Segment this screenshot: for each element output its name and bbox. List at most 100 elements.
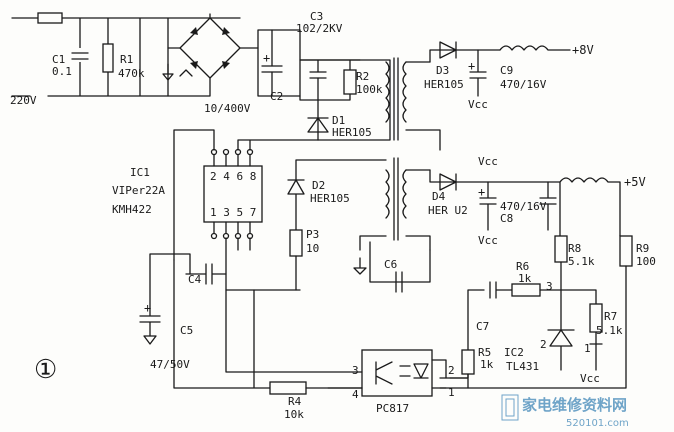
d2-value: HER105 <box>310 192 350 205</box>
r5-resistor <box>461 349 475 375</box>
r4-resistor <box>269 381 307 395</box>
c1-value: 0.1 <box>52 65 72 78</box>
tl431-pin-1: 1 <box>584 342 591 355</box>
c8-value: 470/16V <box>500 200 547 213</box>
ic2-tl431 <box>547 329 575 371</box>
opto-pin-2: 2 <box>448 364 455 377</box>
r7-ref: R7 <box>604 310 617 323</box>
d2-ref: D2 <box>312 179 325 192</box>
watermark: 家电维修资料网 520101.com <box>501 394 629 429</box>
r1-ref: R1 <box>120 53 133 66</box>
r6-value: 1k <box>518 272 532 285</box>
d3-ref: D3 <box>436 64 449 77</box>
d1-value: HER105 <box>332 126 372 139</box>
r9-resistor <box>619 235 633 267</box>
ic1-ref: IC1 <box>130 166 150 179</box>
output-8v: + <box>429 41 571 97</box>
bridge-rectifier <box>167 13 259 97</box>
r2-resistor <box>343 69 357 95</box>
transformer <box>385 57 441 251</box>
r5-ref: R5 <box>478 346 491 359</box>
c9-value: 470/16V <box>500 78 547 91</box>
d1-ref: D1 <box>332 114 345 127</box>
c7-ref: C7 <box>476 320 489 333</box>
p3-value: 10 <box>306 242 319 255</box>
r9-ref: R9 <box>636 242 649 255</box>
tl431-pin-2: 2 <box>540 338 547 351</box>
ic1-pins-top: 2 4 6 8 <box>210 170 256 183</box>
r6-resistor <box>511 283 541 297</box>
c9-ref: C9 <box>500 64 513 77</box>
vcc-label-tl431: Vcc <box>580 372 600 385</box>
c1-capacitor <box>70 48 90 62</box>
c4-c5: + <box>139 253 227 345</box>
vcc-label-5v: Vcc <box>478 234 498 247</box>
ic2-ref: IC2 <box>504 346 524 359</box>
r9-value: 100 <box>636 255 656 268</box>
opto-part: PC817 <box>376 402 409 415</box>
c6-ref: C6 <box>384 258 397 271</box>
ground-symbol-mid <box>353 257 367 275</box>
c5-ref: C5 <box>180 324 193 337</box>
c1-ref: C1 <box>52 53 65 66</box>
svg-text:+: + <box>468 59 475 73</box>
opto-pin-3: 3 <box>352 364 359 377</box>
aux-winding <box>287 159 431 293</box>
optocoupler-pc817 <box>361 349 447 397</box>
primary-feedback-wiring <box>173 259 363 389</box>
d1-diode <box>307 99 329 141</box>
figure-number-mark: ① <box>34 355 57 385</box>
r7-value: 5.1k <box>596 324 623 337</box>
tl431-pin-3: 3 <box>546 280 553 293</box>
svg-text:+: + <box>144 301 151 315</box>
c3-value: 102/2KV <box>296 22 343 35</box>
p3-ref: P3 <box>306 228 319 241</box>
ic1-part: VIPer22A <box>112 184 165 197</box>
c3-ref: C3 <box>310 10 323 23</box>
opto-pin-4: 4 <box>352 388 359 401</box>
watermark-text: 家电维修资料网 <box>522 396 627 414</box>
output-5v: + <box>429 169 621 237</box>
r8-resistor <box>554 235 568 263</box>
r8-value: 5.1k <box>568 255 595 268</box>
input-voltage-label: 220V <box>10 94 37 107</box>
r4-ref: R4 <box>288 395 302 408</box>
d4-value: HER U2 <box>428 204 468 217</box>
c2-ref: C2 <box>270 90 283 103</box>
d4-ref: D4 <box>432 190 446 203</box>
c4-ref: C4 <box>188 273 202 286</box>
r8-ref: R8 <box>568 242 581 255</box>
r5-value: 1k <box>480 358 494 371</box>
svg-text:+: + <box>478 185 485 199</box>
vcc-label-mid: Vcc <box>478 155 498 168</box>
rail-plus5-label: +5V <box>624 175 646 189</box>
fuse <box>37 12 63 24</box>
r6-ref: R6 <box>516 260 529 273</box>
p3-resistor <box>289 229 303 257</box>
ic1-pins-bottom: 1 3 5 7 <box>210 206 256 219</box>
vcc-label-8v: Vcc <box>468 98 488 111</box>
c2-capacitor: + <box>261 29 283 97</box>
c8-ref: C8 <box>500 212 513 225</box>
feedback-network <box>439 235 633 389</box>
c2-value: 10/400V <box>204 102 251 115</box>
r1-resistor <box>102 43 114 73</box>
r2-value: 100k <box>356 83 383 96</box>
r1-value: 470k <box>118 67 145 80</box>
r2-ref: R2 <box>356 70 369 83</box>
c5-value: 47/50V <box>150 358 190 371</box>
opto-pin-1: 1 <box>448 386 455 399</box>
d3-value: HER105 <box>424 78 464 91</box>
ic1-alt: KMH422 <box>112 203 152 216</box>
rail-plus8-label: +8V <box>572 43 594 57</box>
ic1-viper22a <box>203 148 263 240</box>
dc-bus <box>257 29 301 97</box>
svg-text:+: + <box>263 51 270 65</box>
watermark-site: 520101.com <box>566 418 629 429</box>
ic2-part: TL431 <box>506 360 539 373</box>
snubber-network <box>299 29 391 141</box>
ground-symbol-left <box>162 63 174 81</box>
r4-value: 10k <box>284 408 304 421</box>
